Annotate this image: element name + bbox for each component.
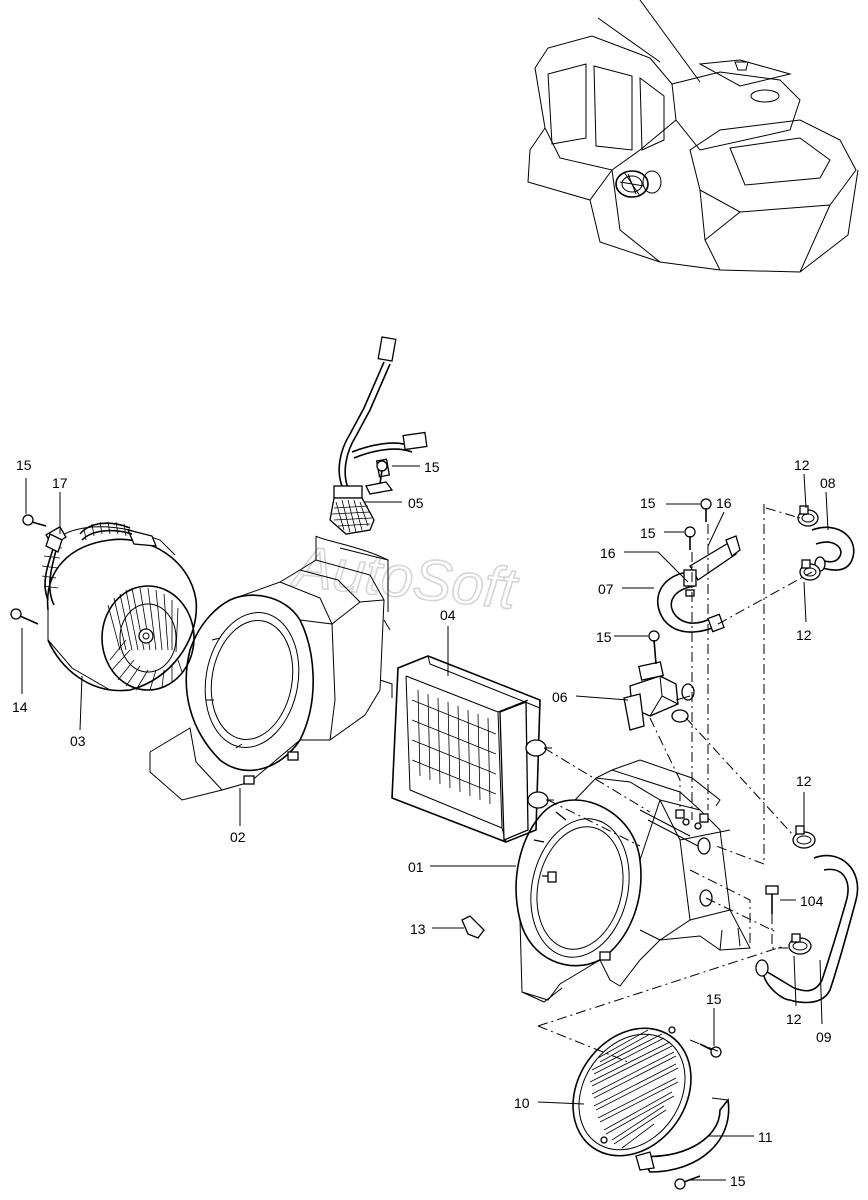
- callout-12: 12: [796, 773, 812, 789]
- callout-104: 104: [800, 893, 824, 909]
- part-09-hose: [755, 854, 859, 1004]
- callout-12: 12: [794, 457, 810, 473]
- callout-15: 15: [706, 991, 722, 1007]
- callout-16: 16: [600, 545, 616, 561]
- part-03-blower-motor: [41, 521, 198, 692]
- part-05-sensor: [329, 336, 428, 535]
- part-13-clip: [461, 915, 485, 939]
- excavator-location-view: [527, 0, 859, 273]
- callout-02: 02: [230, 829, 246, 845]
- callout-10: 10: [514, 1095, 530, 1111]
- part-02-fan-housing: [149, 535, 393, 801]
- callout-labels: 15 17 14 03 15 05 02 04 15 16 15 16 07 1…: [12, 457, 836, 1189]
- callout-13: 13: [410, 921, 426, 937]
- part-06-water-valve: [623, 661, 695, 731]
- callout-08: 08: [820, 475, 836, 491]
- callout-14: 14: [12, 699, 28, 715]
- callout-03: 03: [70, 733, 86, 749]
- part-10-grille: [572, 1026, 692, 1157]
- part-01-heater-case: [515, 759, 751, 1003]
- callout-15: 15: [640, 495, 656, 511]
- leader-lines: [21, 465, 829, 1181]
- assembly-center-lines: [537, 504, 813, 1063]
- part-07-hose: [656, 535, 741, 633]
- callout-07: 07: [598, 581, 614, 597]
- callout-06: 06: [552, 689, 568, 705]
- part-12-clamps: [788, 505, 821, 955]
- callout-12: 12: [796, 627, 812, 643]
- part-04-heater-core: [391, 655, 554, 843]
- watermark-text: AutoSoft: [288, 534, 522, 623]
- callout-05: 05: [408, 495, 424, 511]
- callout-01: 01: [408, 859, 424, 875]
- callout-16: 16: [716, 495, 732, 511]
- callout-15: 15: [730, 1173, 746, 1189]
- callout-17: 17: [52, 475, 68, 491]
- part-11-bracket: [635, 1097, 730, 1173]
- callout-15: 15: [640, 525, 656, 541]
- part-08-hose: [811, 526, 855, 572]
- callout-12: 12: [786, 1011, 802, 1027]
- callout-04: 04: [440, 607, 456, 623]
- callout-15: 15: [16, 457, 32, 473]
- callout-11: 11: [758, 1129, 773, 1145]
- callout-15: 15: [424, 459, 440, 475]
- callout-15: 15: [596, 629, 612, 645]
- callout-09: 09: [816, 1029, 832, 1045]
